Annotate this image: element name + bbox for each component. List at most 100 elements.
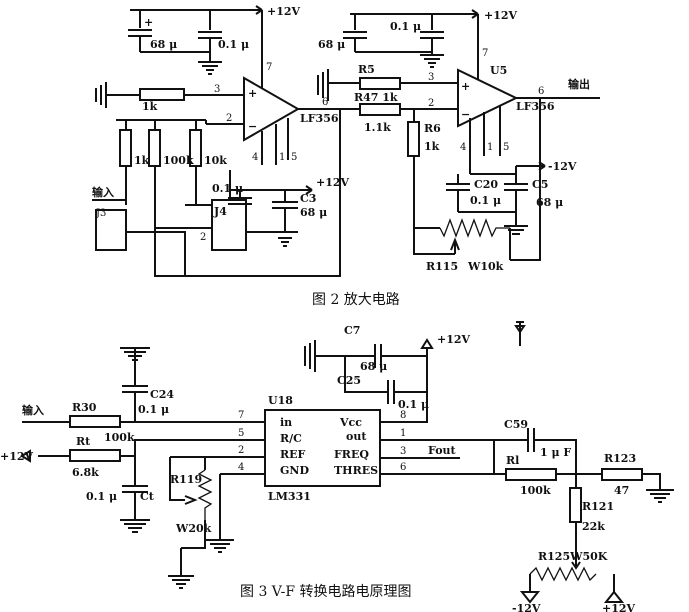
fig2-caption: 图 2 放大电路 [312,292,400,308]
r125-label: R125W50K [538,550,608,563]
r6-value: 1k [424,140,440,153]
u5-label: U5 [490,64,507,77]
c24-value: 0.1 μ [138,403,169,416]
c59-label: C59 [504,418,528,431]
pin-rc: R/C [280,432,302,445]
resistor-r6 [407,121,420,157]
fig2-opamp-u1: + − 2 6 LF356 7 4 1 5 [154,10,341,277]
r47-label: R47 1k [354,91,398,104]
u5-pin3: 3 [428,72,434,83]
r30-label: R30 [72,401,97,414]
input-label: 输入 [92,185,114,199]
resistor-r121 [569,487,582,523]
ic-part-name: LM331 [268,490,311,503]
rt-label: Rt [76,435,91,448]
r6-label: R6 [424,122,441,135]
rail-plus-12v-1: +12V [267,5,301,18]
fig3-vf-converter-circuit: +12V C7 68 μ C25 0.1 μ C24 0.1 μ 输入 R30 … [0,321,674,612]
ct-label: Ct [140,490,155,503]
resistor-r5 [359,77,401,90]
u18-pin2: 2 [238,445,244,456]
u5-pin7: 7 [482,48,488,59]
u1-pin2: 2 [226,113,232,124]
c24-label: C24 [150,388,174,401]
j4-label: J4 [213,205,227,218]
pin-in: in [280,416,292,429]
u5-pin5: 5 [503,142,509,153]
r119-label: R119 [170,473,202,486]
r123-label: R123 [604,452,636,465]
rl-value: 100k [520,484,551,497]
cap-0.1u-left: 0.1 μ [218,38,249,51]
u1-pin6: 6 [322,97,328,108]
connector-j3 [95,209,127,251]
r47-value: 1.1k [364,121,391,134]
c25-value: 0.1 μ [398,398,429,411]
rail-plus-12v-b: +12V [0,450,34,463]
resistor-1k [119,129,132,167]
r115-label: R115 [426,260,458,273]
u5-pin1: 1 [487,142,493,153]
fig2-supply-decoupling-right: 68 μ 0.1 μ +12V [318,9,518,68]
resistor-100k [148,129,161,167]
fig2-opamp-u5: + − U5 LF356 6 输出 7 4 1 5 -12V C20 0.1 μ… [446,14,600,261]
rl-label: Rl [506,454,519,467]
rt-value: 6.8k [72,466,99,479]
u18-pin8: 8 [400,410,406,421]
cap-68u-right: 68 μ [318,38,345,51]
fig3-caption: 图 3 V-F 转换电路电原理图 [240,583,412,600]
fout-label: Fout [428,444,457,457]
connector-j4 [211,199,247,251]
u1-pin3: 3 [214,84,220,95]
c20-label: C20 [474,178,498,191]
minus-input-mark: − [461,108,470,121]
r123-value: 47 [614,484,629,497]
r121-label: R121 [582,500,614,513]
pin-out: out [346,430,367,443]
c7-label: C7 [344,324,360,337]
u5-pin4: 4 [460,142,466,153]
u1-pin7: 7 [266,62,272,73]
res-1k-input-label: 1k [142,100,158,113]
c25-label: C25 [337,374,361,387]
u18-label: U18 [268,394,293,407]
plus-input-mark: + [248,87,257,100]
rail-plus-12v-2: +12V [484,9,518,22]
c5-value: 68 μ [536,196,563,209]
j3-label: J3 [95,208,106,219]
u1-pin5: 5 [291,152,297,163]
resistor-1k-input [139,88,185,101]
resistor-rl [505,468,557,481]
u18-pin4: 4 [238,462,244,473]
fig3-input-filter: C24 0.1 μ 输入 R30 100k 7 +12V Rt 6.8k 5 C… [0,347,265,533]
resistor-rt [69,449,121,462]
fig3-supply-decoupling: +12V C7 68 μ C25 0.1 μ [304,321,526,412]
cap-0.1u-right: 0.1 μ [390,20,421,33]
r30-value: 100k [104,431,135,444]
w10k-label: W10k [467,260,504,273]
u5-pin2: 2 [428,98,434,109]
u18-pin7: 7 [238,410,244,421]
output-label: 输出 [568,77,590,91]
rail-plus-12v-c: +12V [602,602,636,612]
u1-pin4: 4 [252,152,258,163]
u18-pin1: 1 [400,428,406,439]
rail-minus-12v: -12V [548,160,577,173]
r121-value: 22k [582,520,605,533]
u18-pin6: 6 [400,462,406,473]
pin-freq: FREQ [334,448,369,461]
resistor-r30 [69,415,121,428]
pin-gnd: GND [280,464,309,477]
resistor-r123 [601,468,643,481]
r5-label: R5 [358,63,375,76]
fig3-output-network: 8 1 3 Fout 6 C59 1 μ F Rl 100k R123 47 R… [380,410,674,612]
rail-plus-12v-3: +12V [316,176,350,189]
fig2-supply-decoupling-left: 68 μ 0.1 μ +12V + [128,5,301,75]
u18-pin3: 3 [400,446,406,457]
plus-input-mark: + [461,80,470,93]
fig2-trim-pot: R115 W10k [413,218,511,273]
ic-lm331-body [264,409,381,487]
res-1k-label: 1k [134,154,150,167]
